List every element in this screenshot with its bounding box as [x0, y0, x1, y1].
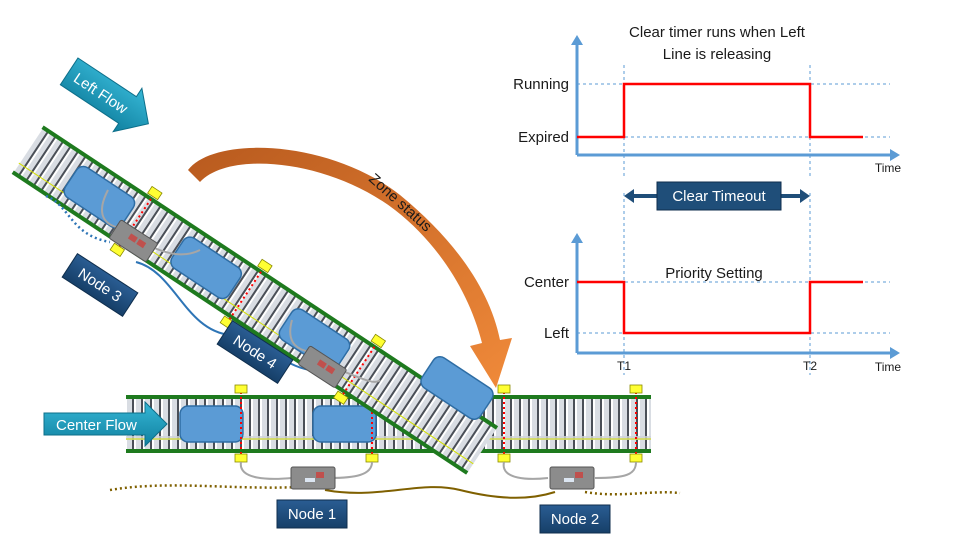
carton — [170, 236, 243, 300]
photo-eye-sensor — [257, 258, 273, 274]
carton — [179, 405, 244, 443]
photo-eye-sensor — [234, 384, 248, 394]
center-flow-label: Center Flow — [56, 417, 137, 434]
left-conveyor-rollers — [13, 128, 497, 473]
chart-title: Priority Setting — [665, 265, 763, 282]
node-label-1: Node 1 — [276, 499, 348, 529]
y-axis-arrowhead — [571, 233, 583, 243]
carton — [63, 165, 136, 229]
x-tick-label-t2: T2 — [803, 359, 817, 373]
svg-text:Node 2: Node 2 — [551, 511, 599, 528]
network-cable — [324, 486, 556, 499]
y-axis-arrowhead — [571, 35, 583, 45]
y-level-label-center: Center — [524, 274, 569, 291]
node-label-3: Node 3 — [61, 252, 139, 318]
photo-eye-sensor — [109, 242, 126, 257]
photo-eye-sensor — [234, 453, 248, 463]
chart-title-line: Line is releasing — [663, 46, 771, 63]
sensor-cables — [101, 189, 637, 480]
clear-timeout-box — [656, 181, 782, 211]
photo-eye-sensor — [365, 453, 379, 463]
clear-timeout-label: Clear Timeout — [672, 188, 766, 205]
x-axis-arrowhead — [890, 149, 900, 161]
zone-status-label: Zone status — [365, 170, 435, 235]
photo-eye-sensor — [497, 384, 511, 394]
y-level-label-running: Running — [513, 76, 569, 93]
photo-eye-sensor — [629, 453, 643, 463]
carton-merging — [420, 356, 494, 420]
left-flow-arrow: Left Flow — [59, 57, 149, 133]
x-axis-arrowhead — [890, 347, 900, 359]
x-axis-label: Time — [875, 360, 902, 374]
clear-timeout-arrowhead-left — [624, 189, 634, 203]
controller-node-2 — [549, 466, 595, 490]
y-level-label-left: Left — [544, 325, 570, 342]
network-cable-dotted — [584, 490, 681, 496]
left-conveyor-rail-top — [41, 125, 499, 430]
sensor-beam — [227, 267, 265, 322]
clear-timeout-arrowhead-right — [800, 189, 810, 203]
svg-text:Node 1: Node 1 — [288, 506, 336, 523]
controller-node-4 — [298, 345, 347, 388]
series-line-priority — [577, 280, 863, 335]
photo-eye-sensor — [147, 185, 163, 201]
photo-eye-sensor — [629, 384, 643, 394]
carton — [312, 405, 377, 443]
photo-eye-sensor — [497, 453, 511, 463]
center-conveyor-rail-bottom — [126, 449, 651, 453]
center-flow-arrow: Center Flow — [43, 400, 168, 448]
x-axis-label: Time — [875, 161, 902, 175]
photo-eye-sensor — [370, 333, 387, 349]
photo-eye-sensor — [333, 390, 349, 405]
x-tick-label-t1: T1 — [617, 359, 631, 373]
controller-node-3 — [109, 219, 158, 262]
controller-node-1 — [290, 466, 336, 490]
network-cable-dotted — [45, 194, 111, 244]
series-line-clear-timer — [577, 82, 863, 139]
network-cable-dotted — [109, 484, 301, 492]
node-label-2: Node 2 — [539, 504, 611, 534]
y-level-label-expired: Expired — [518, 129, 569, 146]
chart-title-line: Clear timer runs when Left — [629, 24, 806, 41]
